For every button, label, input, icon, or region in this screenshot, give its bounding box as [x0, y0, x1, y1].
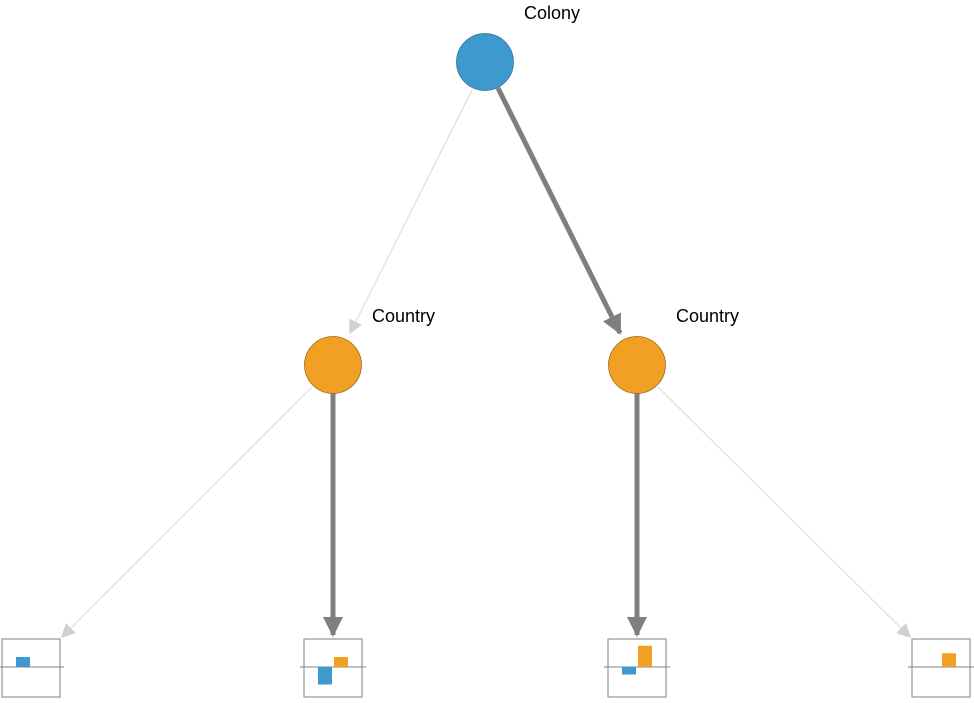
edge-right-country-to-leaf-4 — [657, 386, 911, 638]
right-country-node-label: Country — [676, 306, 739, 326]
leaf4-bar-orange — [942, 653, 956, 667]
leaf4-frame — [911, 638, 971, 698]
leaf-2[interactable] — [300, 638, 366, 698]
left-country-node-label: Country — [372, 306, 435, 326]
leaf-3[interactable] — [604, 638, 670, 698]
leaf2-bar-orange — [334, 657, 348, 667]
nodes: Colony Country Country — [304, 3, 739, 394]
leaves — [0, 638, 974, 698]
leaf-1[interactable] — [0, 638, 64, 698]
right-country-node[interactable] — [608, 336, 666, 394]
leaf3-bar-blue — [622, 667, 636, 675]
leaf2-frame — [303, 638, 363, 698]
left-country-node[interactable] — [304, 336, 362, 394]
leaf3-bar-orange — [638, 645, 652, 667]
edge-colony-to-left-country — [349, 89, 473, 335]
leaf1-bar-blue — [16, 657, 30, 667]
edge-left-country-to-leaf-1 — [61, 386, 313, 638]
leaf3-frame — [607, 638, 667, 698]
edge-colony-to-right-country — [495, 86, 623, 335]
edges — [61, 86, 911, 638]
colony-node-label: Colony — [524, 3, 580, 23]
leaf1-frame — [1, 638, 61, 698]
leaf-4[interactable] — [908, 638, 974, 698]
colony-node[interactable] — [456, 33, 514, 91]
leaf2-bar-blue — [318, 667, 332, 685]
